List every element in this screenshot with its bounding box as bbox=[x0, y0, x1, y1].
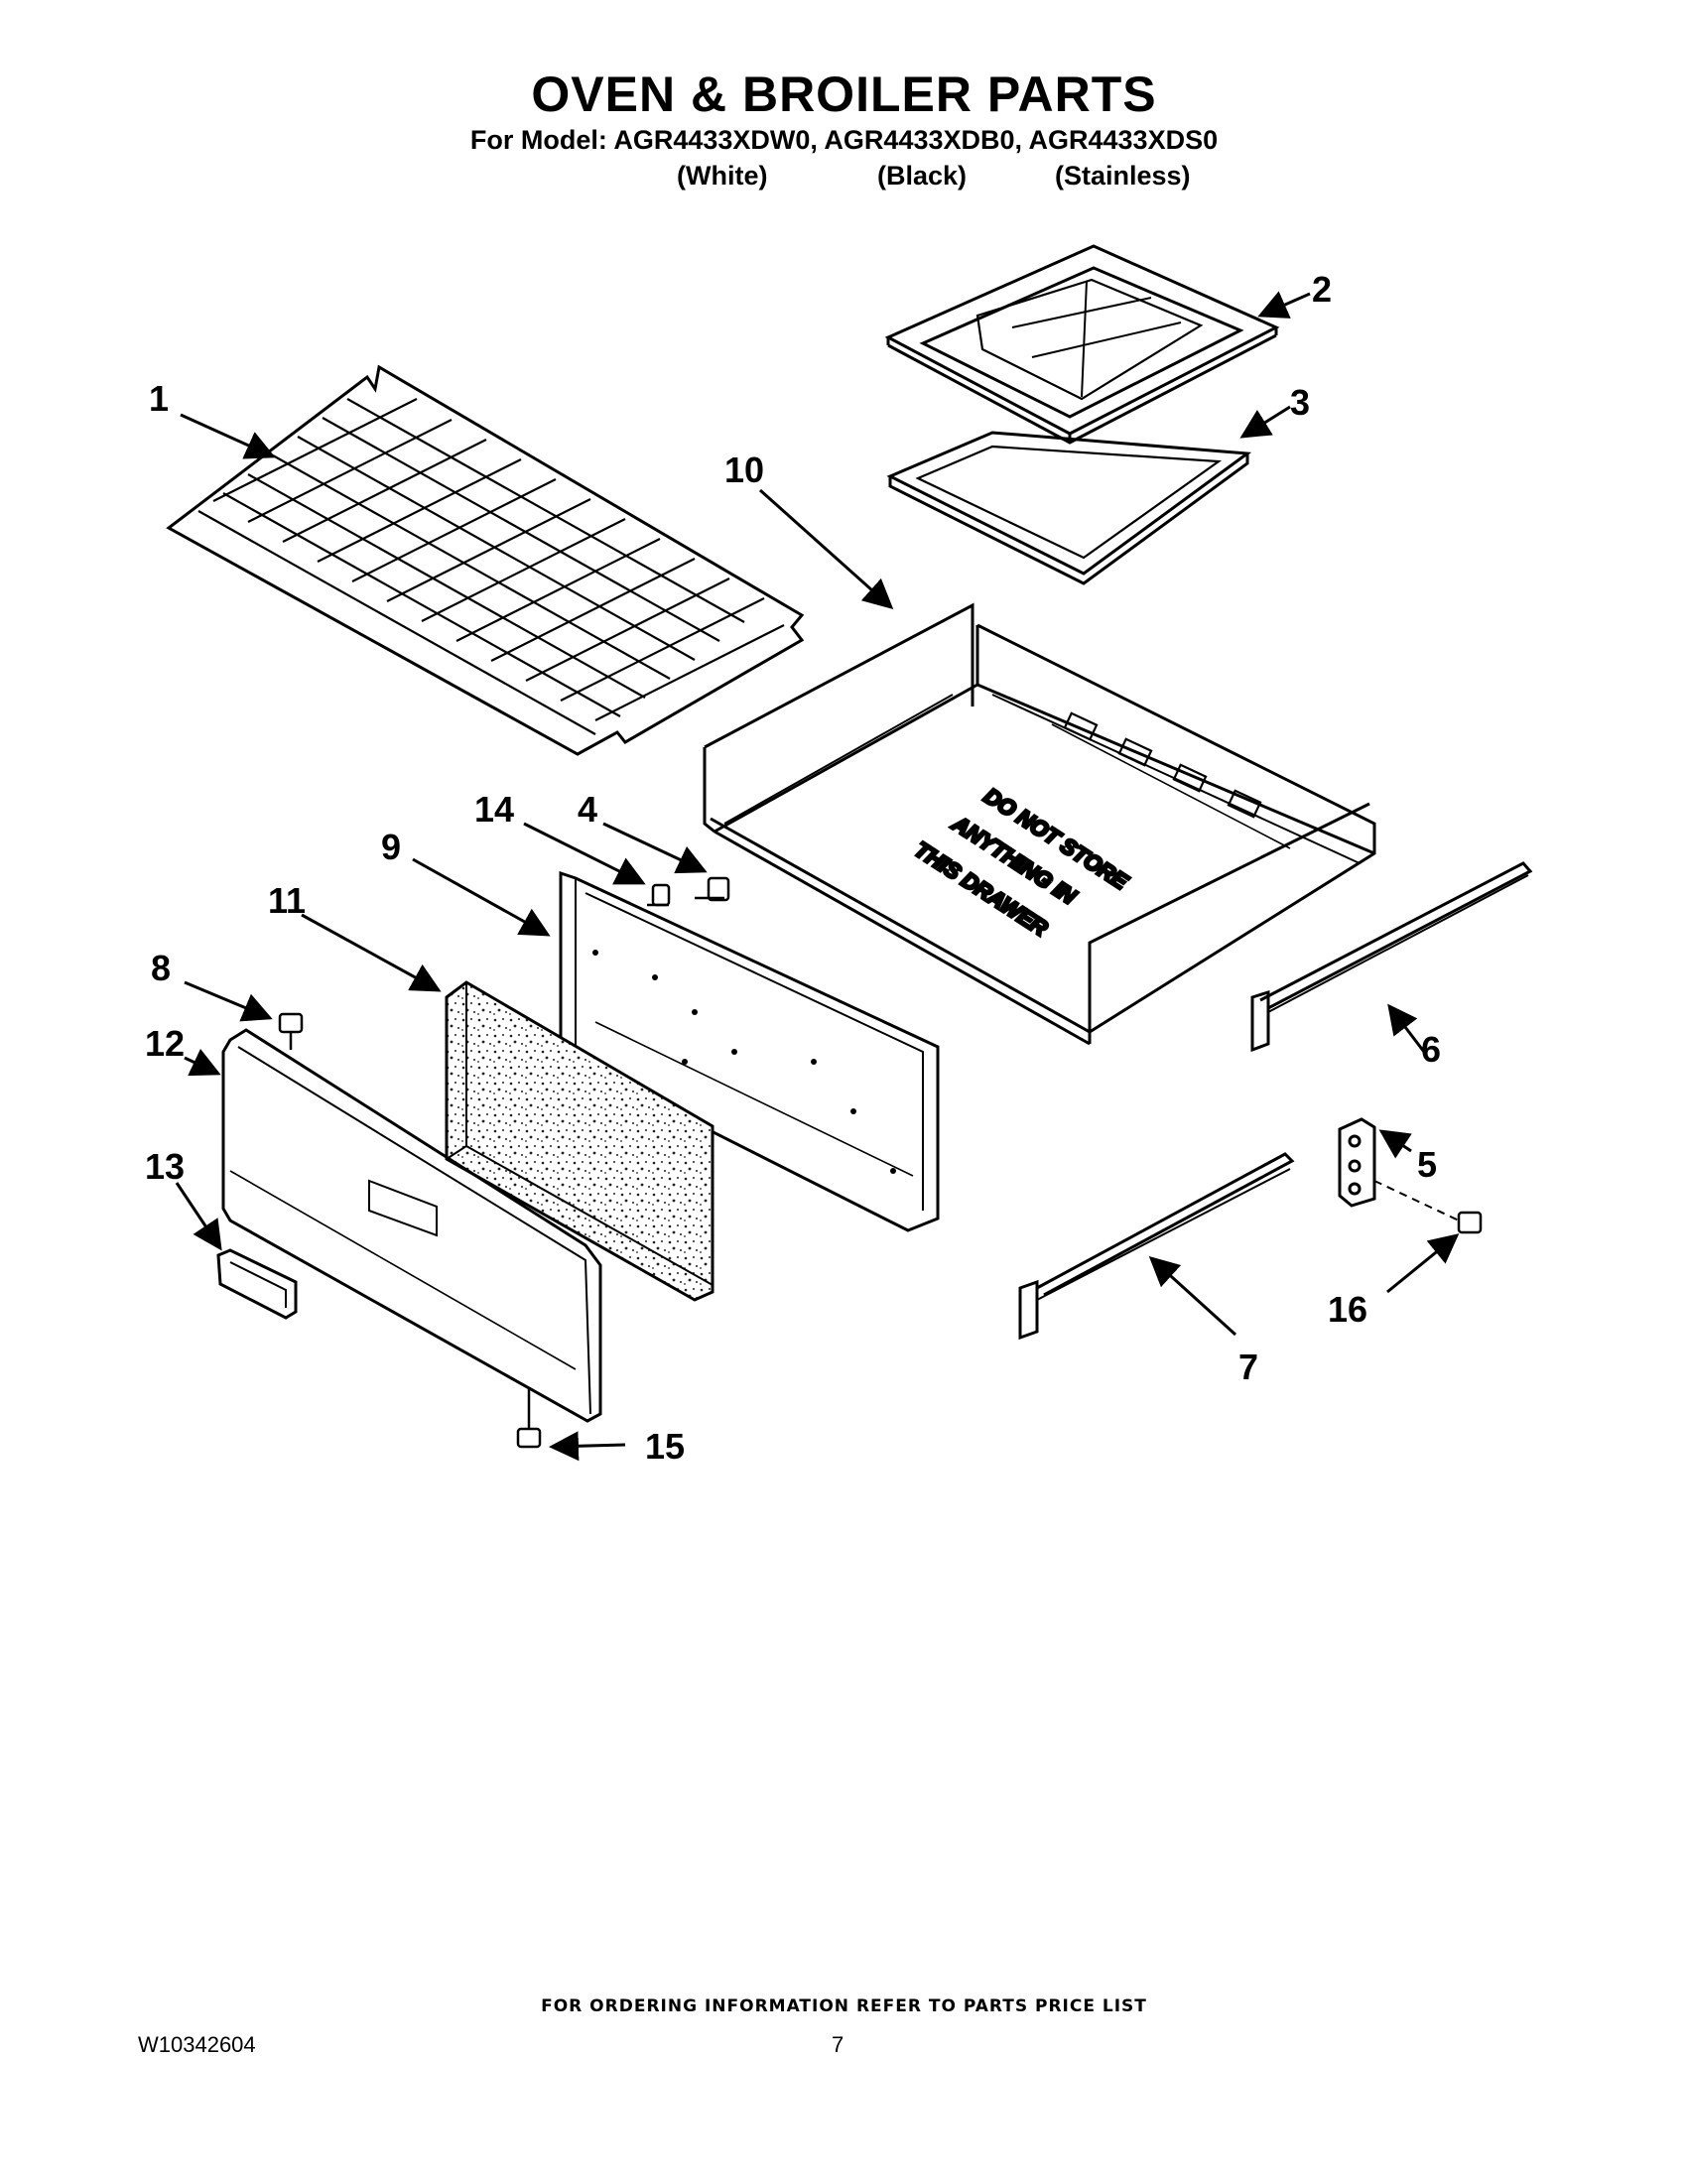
oven-rack bbox=[166, 364, 805, 756]
callout-11: 11 bbox=[268, 880, 306, 921]
slide-bracket bbox=[1338, 1117, 1460, 1221]
callout-14: 14 bbox=[474, 789, 514, 830]
callout-leaders bbox=[175, 291, 1460, 1462]
page-number: 7 bbox=[832, 2032, 844, 2057]
variant-black: (Black) bbox=[877, 161, 968, 191]
screw-8 bbox=[278, 1012, 304, 1050]
document-number: W10342604 bbox=[138, 2032, 256, 2057]
screw-4 bbox=[695, 876, 730, 902]
callout-2: 2 bbox=[1312, 269, 1332, 310]
callout-4: 4 bbox=[578, 789, 597, 830]
callout-numbers: 1 2 3 10 14 4 9 11 8 12 13 6 5 16 7 15 bbox=[145, 269, 1441, 1467]
screw-14 bbox=[647, 883, 671, 907]
callout-5: 5 bbox=[1417, 1144, 1437, 1185]
callout-7: 7 bbox=[1238, 1347, 1258, 1387]
broiler-insert bbox=[886, 431, 1252, 585]
broiler-pan bbox=[884, 244, 1280, 445]
drawer-handle bbox=[216, 1248, 298, 1320]
callout-13: 13 bbox=[145, 1146, 185, 1187]
drawer-slide-left bbox=[1018, 1152, 1295, 1341]
ordering-footer: FOR ORDERING INFORMATION REFER TO PARTS … bbox=[541, 1996, 1147, 2016]
callout-12: 12 bbox=[145, 1023, 185, 1064]
screw-16 bbox=[1457, 1211, 1483, 1234]
callout-3: 3 bbox=[1290, 382, 1310, 423]
callout-1: 1 bbox=[149, 378, 169, 419]
callout-10: 10 bbox=[724, 450, 764, 490]
model-subtitle: For Model: AGR4433XDW0, AGR4433XDB0, AGR… bbox=[469, 125, 1219, 155]
callout-16: 16 bbox=[1328, 1289, 1367, 1330]
drawer-slide-right bbox=[1250, 861, 1533, 1053]
callout-6: 6 bbox=[1421, 1029, 1441, 1070]
page-title: OVEN & BROILER PARTS bbox=[531, 66, 1157, 122]
drawer-insulation bbox=[445, 980, 714, 1302]
callout-9: 9 bbox=[381, 827, 401, 867]
variant-white: (White) bbox=[677, 161, 768, 191]
callout-15: 15 bbox=[645, 1426, 685, 1467]
drawer-front-panel bbox=[221, 1028, 602, 1423]
screw-15 bbox=[516, 1389, 542, 1449]
callout-8: 8 bbox=[151, 948, 171, 988]
variant-stainless: (Stainless) bbox=[1055, 161, 1191, 191]
warming-drawer: DO NOT STORE ANYTHING IN THIS DRAWER bbox=[703, 602, 1376, 1046]
